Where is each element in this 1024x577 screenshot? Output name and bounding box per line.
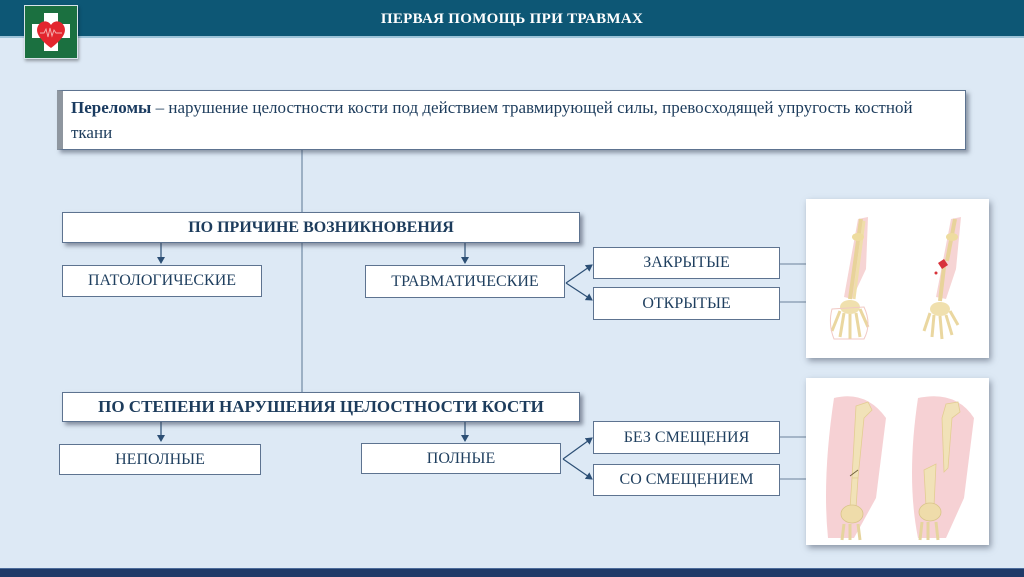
definition-body: – нарушение целостности кости под действ…	[71, 98, 913, 142]
definition-box: Переломы – нарушение целостности кости п…	[57, 90, 966, 150]
header-bar	[0, 0, 1024, 38]
pathological-box: ПАТОЛОГИЧЕСКИЕ	[62, 265, 262, 297]
cause-category-box: ПО ПРИЧИНЕ ВОЗНИКНОВЕНИЯ	[62, 212, 580, 243]
open-label: ОТКРЫТЫЕ	[642, 294, 731, 312]
closed-label: ЗАКРЫТЫЕ	[643, 254, 730, 271]
page-title: ПЕРВАЯ ПОМОЩЬ ПРИ ТРАВМАХ	[380, 11, 644, 27]
arrow-to-no-displacement	[562, 437, 593, 460]
complete-label: ПОЛНЫЕ	[426, 449, 496, 467]
degree-category-box: ПО СТЕПЕНИ НАРУШЕНИЯ ЦЕЛОСТНОСТИ КОСТИ	[62, 392, 580, 422]
first-aid-logo	[24, 5, 78, 59]
no-displacement-box: БЕЗ СМЕЩЕНИЯ	[593, 421, 780, 454]
arrow-to-open	[565, 282, 593, 301]
incomplete-label: НЕПОЛНЫЕ	[115, 450, 205, 468]
traumatic-label: ТРАВМАТИЧЕСКИЕ	[391, 272, 539, 290]
displacement-box: СО СМЕЩЕНИЕМ	[593, 464, 780, 496]
definition-term: Переломы	[71, 98, 152, 117]
arrow-to-closed	[565, 264, 593, 284]
forearm-bones-icon	[829, 217, 961, 340]
closed-box: ЗАКРЫТЫЕ	[593, 247, 780, 279]
femur-fracture-illustration	[806, 378, 989, 545]
pathological-label: ПАТОЛОГИЧЕСКИЕ	[87, 272, 237, 289]
cause-category-title: ПО ПРИЧИНЕ ВОЗНИКНОВЕНИЯ	[188, 218, 454, 236]
no-displacement-label: БЕЗ СМЕЩЕНИЯ	[623, 428, 750, 446]
arrow-to-displacement	[562, 458, 593, 480]
traumatic-box: ТРАВМАТИЧЕСКИЕ	[365, 265, 565, 298]
incomplete-box: НЕПОЛНЫЕ	[59, 444, 261, 475]
complete-box: ПОЛНЫЕ	[361, 443, 561, 474]
forearm-fracture-illustration	[806, 199, 989, 358]
definition-text: Переломы – нарушение целостности кости п…	[71, 95, 955, 145]
femur-bones-icon	[826, 396, 974, 541]
footer-bar	[0, 568, 1024, 577]
degree-category-title: ПО СТЕПЕНИ НАРУШЕНИЯ ЦЕЛОСТНОСТИ КОСТИ	[98, 397, 544, 416]
open-box: ОТКРЫТЫЕ	[593, 287, 780, 320]
displacement-label: СО СМЕЩЕНИЕМ	[619, 471, 754, 488]
first-aid-cross-heart-icon	[32, 13, 70, 51]
